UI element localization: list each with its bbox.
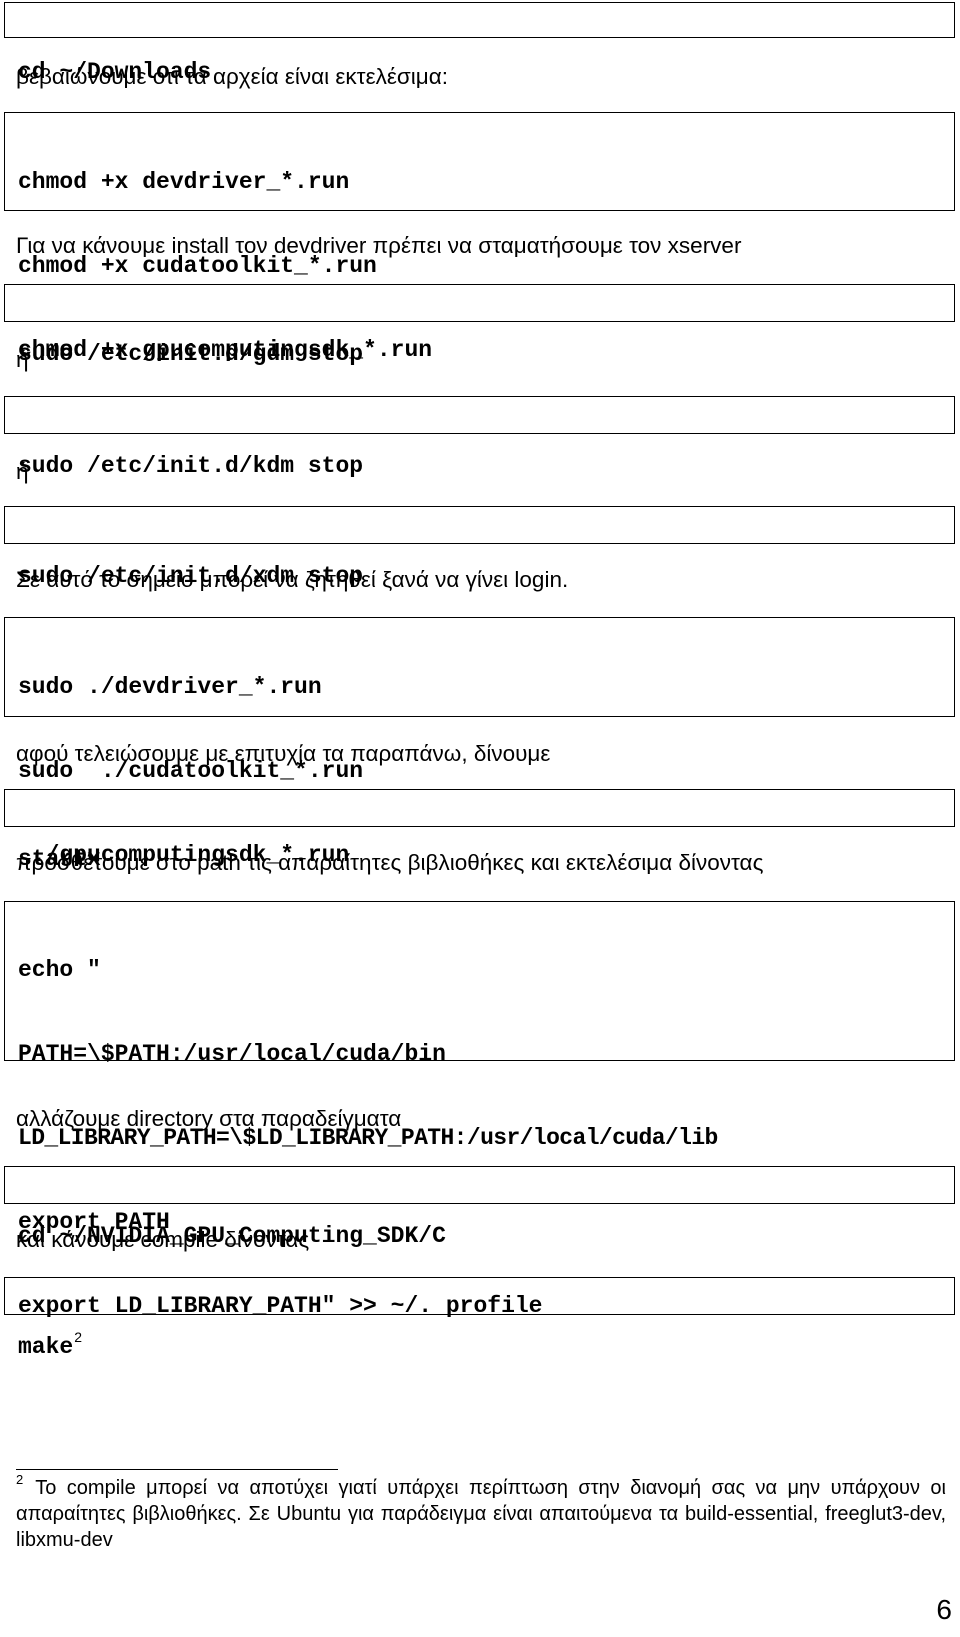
- footnote-text: Το compile μπορεί να αποτύχει γιατί υπάρ…: [16, 1477, 946, 1551]
- code-line: sudo /etc/init.d/xdm stop: [18, 563, 364, 589]
- footnote-separator: [16, 1469, 338, 1470]
- code-line: LD_LIBRARY_PATH=\$LD_LIBRARY_PATH:/usr/l…: [18, 1125, 718, 1151]
- code-block-kdm-stop: sudo /etc/init.d/kdm stop: [4, 396, 955, 479]
- code-line: startx: [18, 846, 101, 872]
- code-block-cd-downloads: cd ~/Downloads: [4, 2, 955, 85]
- code-line: make2: [18, 1329, 954, 1363]
- code-line: chmod +x cudatoolkit_*.run: [18, 253, 377, 279]
- page-number: 6: [936, 1594, 952, 1625]
- code-line: export PATH: [18, 1209, 170, 1235]
- instruction-text: Σε αυτό το σημείο μπορεί να ζητηθεί ξανά…: [16, 567, 569, 592]
- make-command: make: [18, 1334, 74, 1360]
- code-block-cd-sdk: cd ~/NVIDIA_GPU_Computing_SDK/C: [4, 1166, 955, 1249]
- code-block-echo-path: echo " PATH=\$PATH:/usr/local/cuda/bin L…: [4, 901, 955, 1319]
- code-line: cd ~/NVIDIA_GPU_Computing_SDK/C: [18, 1223, 446, 1249]
- code-block-xdm-stop: sudo /etc/init.d/xdm stop: [4, 506, 955, 589]
- code-line: ./gpucomputingsdk_*.run: [18, 842, 350, 868]
- footnote-reference: 2: [74, 1329, 83, 1345]
- instruction-text: βεβαιώνουμε ότι τα αρχεία είναι εκτελέσι…: [16, 64, 448, 89]
- code-line: echo ": [18, 957, 101, 983]
- code-block-make: make2: [4, 1277, 955, 1360]
- code-line: sudo ./devdriver_*.run: [18, 674, 322, 700]
- code-line: cd ~/Downloads: [18, 59, 212, 85]
- footnote-mark: 2: [16, 1472, 24, 1487]
- code-line: chmod +x devdriver_*.run: [18, 169, 350, 195]
- code-block-install: sudo ./devdriver_*.run sudo ./cudatoolki…: [4, 617, 955, 868]
- instruction-text: προσθέτουμε στο path τις απαραίτητες βιβ…: [16, 850, 764, 875]
- code-block-gdm-stop: sudo /etc/init.d/gdm stop: [4, 284, 955, 367]
- code-block-startx: startx: [4, 789, 955, 872]
- code-line: chmod +x gpucomputingsdk_*.run: [18, 337, 433, 363]
- code-line: sudo ./cudatoolkit_*.run: [18, 758, 364, 784]
- code-line: PATH=\$PATH:/usr/local/cuda/bin: [18, 1041, 446, 1067]
- code-line: sudo /etc/init.d/gdm stop: [18, 341, 364, 367]
- code-line: sudo /etc/init.d/kdm stop: [18, 453, 364, 479]
- instruction-text: αφού τελειώσουμε με επιτυχία τα παραπάνω…: [16, 741, 551, 766]
- instruction-text: και κάνουμε compile δίνοντας: [16, 1227, 310, 1252]
- code-block-chmod: chmod +x devdriver_*.run chmod +x cudato…: [4, 112, 955, 363]
- or-text: ή: [16, 459, 29, 484]
- or-text: ή: [16, 347, 29, 372]
- instruction-text: αλλάζουμε directory στα παραδείγματα: [16, 1106, 402, 1131]
- instruction-text: Για να κάνουμε install τον devdriver πρέ…: [16, 233, 742, 258]
